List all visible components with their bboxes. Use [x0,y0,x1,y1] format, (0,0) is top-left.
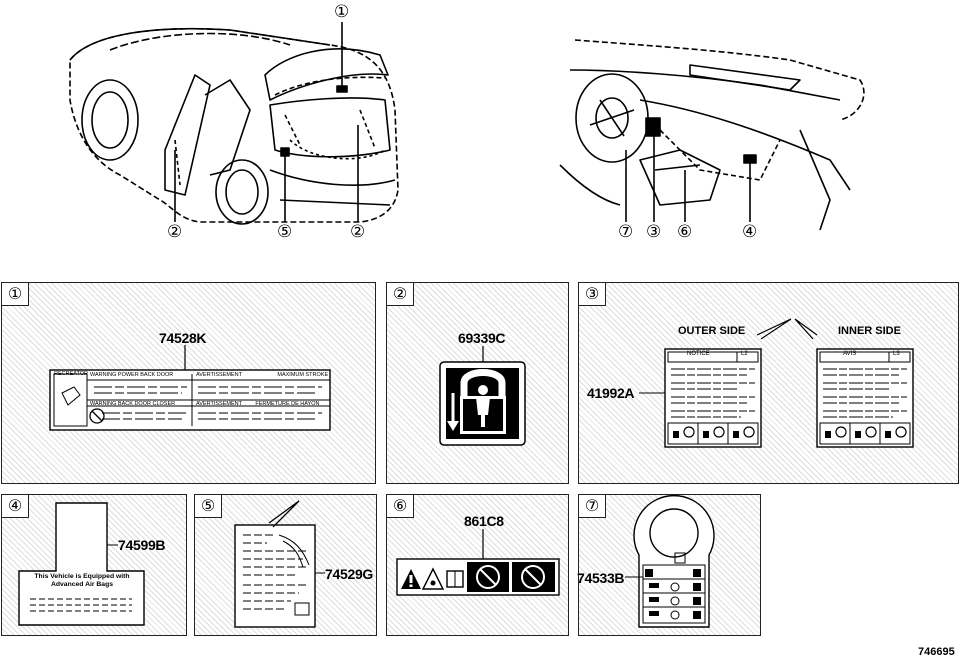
label-cell-avertissement-1: AVERTISSEMENT [196,372,242,378]
drawing-number: 746695 [918,646,955,658]
outer-label-tag: L2 [741,351,748,357]
label-cell-door-1: DOOR [156,372,174,378]
outer-label-header: NOTICE [687,351,710,357]
panel-7-number: ⑦ [579,495,606,518]
panel-2: ② 69339C [386,282,569,484]
panel-1: ① 74528K RECREATOR WARNING POWER BACK DO… [1,282,376,484]
callout-2-top-left: ② [167,222,183,242]
panel-1-number: ① [2,283,29,306]
panel-4: ④ 74599B This Vehicle is Equipped with A… [1,494,187,636]
callout-2-top-right: ② [350,222,366,242]
label-cell-recreator: RECREATOR [54,371,89,377]
callout-3-top: ③ [646,222,662,242]
panel-3-part-number: 41992A [587,385,635,401]
airbag-label-line2: Advanced Air Bags [50,581,114,588]
rear-door-warning-label [49,345,331,431]
inner-side-heading: INNER SIDE [838,325,901,337]
panel-4-number: ④ [2,495,29,518]
panel-5-number: ⑤ [195,495,222,518]
panel-3: ③ OUTER SIDE INNER SIDE 41992A [578,282,959,484]
label-cell-max-stroke: MAXIMUM STROKE [277,372,329,378]
panel-5: ⑤ 74529G [194,494,377,636]
label-cell-door-2: DOOR [134,401,151,407]
inner-label-header: AVIS [843,351,857,357]
panel-6-part-number: 861C8 [464,513,504,529]
panel-7-part-number: 74533B [577,570,625,586]
airbag-warning-label [396,529,560,596]
airbag-label-line1: This Vehicle is Equipped with [34,573,130,580]
child-lock-label [439,346,526,446]
label-cell-back-2: BACK [117,401,133,407]
callout-6-top: ⑥ [677,222,693,242]
panel-6: ⑥ 861C8 [386,494,569,636]
panel-6-number: ⑥ [387,495,414,518]
label-cell-avertissement-2: AVERTISSEMENT [196,401,242,407]
outer-side-heading: OUTER SIDE [678,325,746,337]
label-cell-fermeture: FERMETURE DE HAYON [255,401,320,407]
panel-4-part-number: 74599B [118,537,166,553]
panel-3-number: ③ [579,283,606,306]
panel-7: ⑦ 74533B [577,494,761,636]
sun-visor-labels [639,318,914,448]
panel-5-part-number: 74529G [325,566,374,582]
vehicle-rear-illustration [69,22,865,231]
inner-label-tag: L3 [893,351,900,357]
callout-4-top: ④ [742,222,758,242]
label-cell-closer: CLOSER [152,401,176,407]
label-cell-back-1: BACK [140,372,156,378]
key-tag-label [625,494,715,628]
panel-2-part-number: 69339C [458,330,506,346]
label-cell-power: POWER [117,372,139,378]
panel-2-number: ② [387,283,414,306]
airbag-info-label [18,502,145,626]
callout-1-top: ① [334,2,350,22]
callout-7-top: ⑦ [618,222,634,242]
label-cell-warning-1: WARNING [90,372,117,378]
callout-5-top: ⑤ [277,222,293,242]
label-cell-warning-2: WARNING [90,401,117,407]
tire-info-label [234,500,325,628]
panel-1-part-number: 74528K [159,330,207,346]
